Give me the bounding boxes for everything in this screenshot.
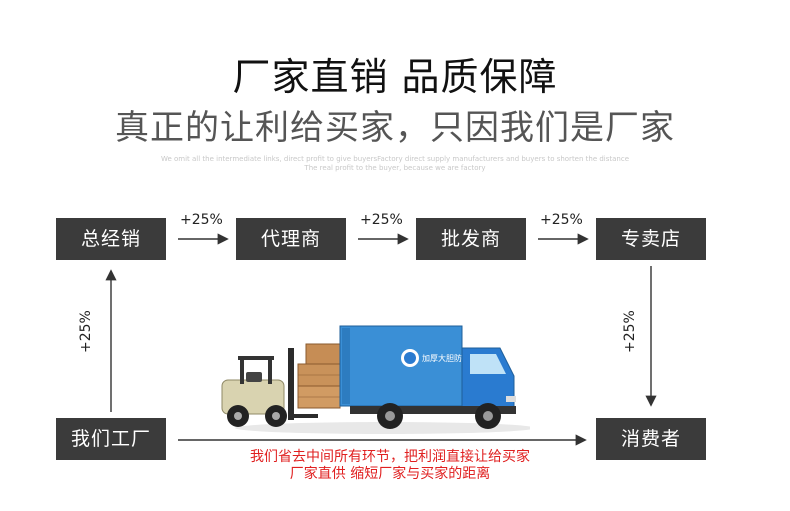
box-consumer: 消费者 <box>596 418 706 460</box>
forklift-icon <box>221 348 318 427</box>
red-caption-line-1: 我们省去中间所有环节，把利润直接让给买家 <box>250 449 530 465</box>
truck-logo-text: 加厚大胆防爆 <box>422 353 470 363</box>
english-caption-line-1: We omit all the intermediate links, dire… <box>160 155 630 163</box>
page-subtitle: 真正的让利给买家，只因我们是厂家 <box>115 108 675 148</box>
box-our-factory: 我们工厂 <box>56 418 166 460</box>
box-agent: 代理商 <box>236 218 346 260</box>
truck-illustration: 加厚大胆防爆 <box>221 325 530 434</box>
crates-icon <box>297 343 347 409</box>
box-wholesaler: 批发商 <box>416 218 526 260</box>
page-title: 厂家直销 品质保障 <box>232 55 558 99</box>
markup-label-2: +25% <box>360 212 403 228</box>
markup-label-1: +25% <box>180 212 223 228</box>
box-general-distributor: 总经销 <box>56 218 166 260</box>
red-caption-line-2: 厂家直供 缩短厂家与买家的距离 <box>289 466 491 482</box>
box-retail-store: 专卖店 <box>596 218 706 260</box>
english-caption-line-2: The real profit to the buyer, because we… <box>304 164 486 172</box>
markup-label-3: +25% <box>540 212 583 228</box>
